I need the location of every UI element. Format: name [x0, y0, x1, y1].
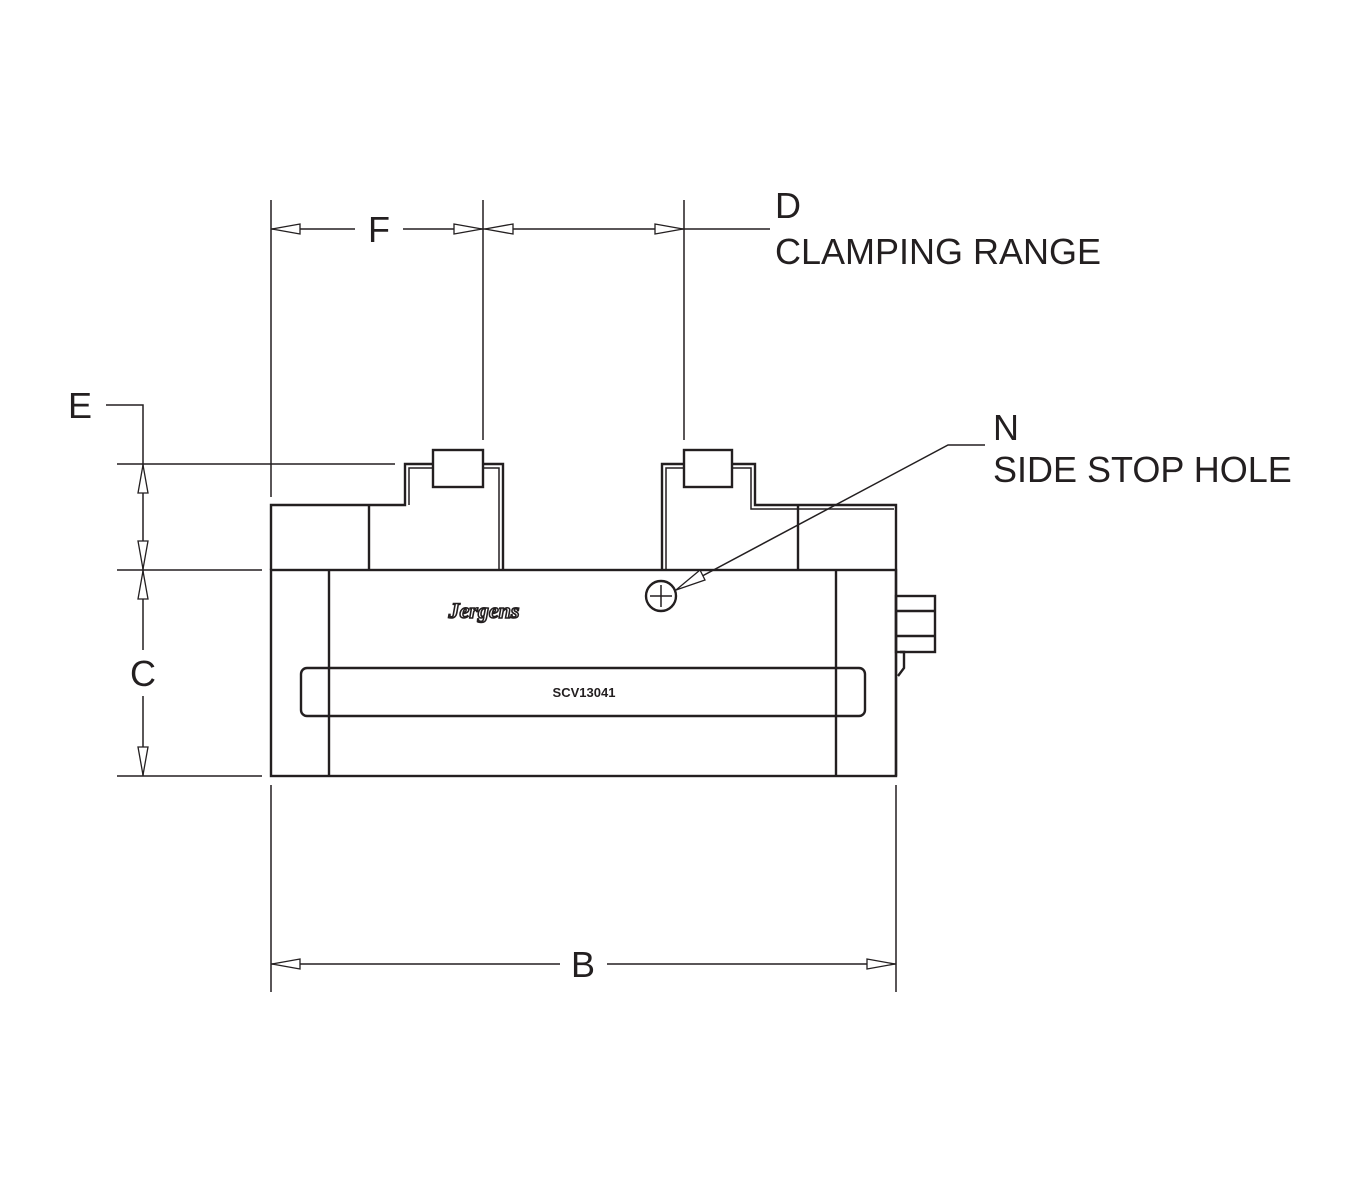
dim-e-label: E [68, 385, 92, 426]
vise-body: SCV13041 Jergens [269, 448, 937, 778]
right-jaw-insert [682, 448, 734, 489]
dim-f-label: F [368, 209, 390, 250]
dim-d-description: CLAMPING RANGE [775, 231, 1101, 272]
dim-n-label: N [993, 407, 1019, 448]
dim-d-label: D [775, 185, 801, 226]
side-stop-hole [644, 579, 678, 613]
brand-logo: Jergens [448, 598, 520, 623]
side-knob [894, 594, 937, 654]
dim-b-label: B [571, 944, 595, 985]
dim-c-label: C [130, 653, 156, 694]
left-jaw-outline [269, 462, 505, 570]
right-jaw-outline [660, 462, 898, 776]
dim-n-description: SIDE STOP HOLE [993, 449, 1292, 490]
left-jaw-insert [431, 448, 485, 489]
model-number: SCV13041 [553, 685, 616, 700]
dimension-lines: F D CLAMPING RANGE E C B N SIDE STOP HOL… [68, 185, 1292, 992]
vise-base [269, 568, 898, 778]
handle-bar [299, 666, 867, 718]
